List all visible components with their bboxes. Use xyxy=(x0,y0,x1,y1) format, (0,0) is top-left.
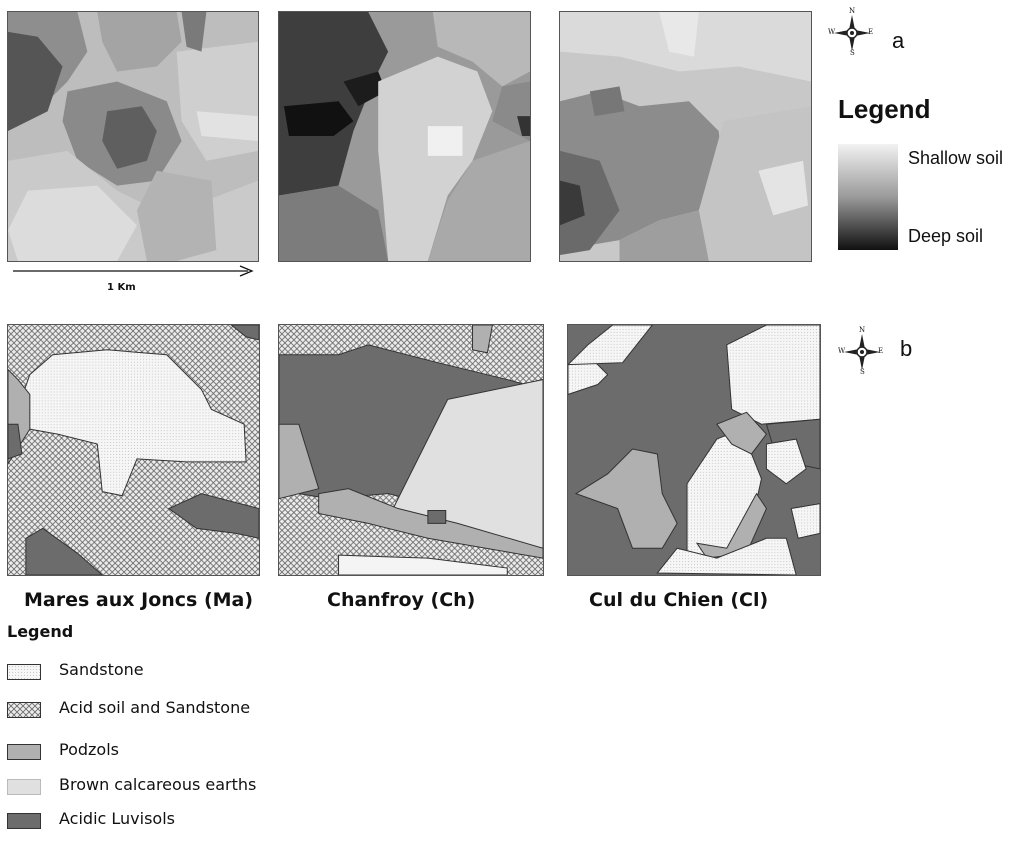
compass-south-label: S xyxy=(850,49,855,57)
compass-east-label: E xyxy=(878,347,884,355)
soil-map-ma xyxy=(7,324,260,576)
depth-legend-deep-label: Deep soil xyxy=(908,226,984,246)
podzols-swatch xyxy=(7,744,41,760)
soil-legend-item-acid-soil-sandstone: Acid soil and Sandstone xyxy=(7,698,427,720)
depth-legend-shallow-label: Shallow soil xyxy=(908,148,1004,168)
brown-calcareous-swatch xyxy=(7,779,41,795)
compass-south-label: S xyxy=(860,368,865,376)
scale-bar-label: 1 Km xyxy=(107,282,136,293)
compass-rose-icon: N S E W xyxy=(838,326,886,376)
compass-north-label: N xyxy=(859,326,866,334)
scale-bar: 1 Km xyxy=(12,264,254,294)
site-name-ma: Mares aux Joncs (Ma) xyxy=(24,589,254,611)
soil-legend-item-brown-calcareous: Brown calcareous earths xyxy=(7,775,427,797)
panel-label-b: b xyxy=(900,336,913,361)
soil-legend-label: Podzols xyxy=(59,740,119,759)
soil-legend-item-podzols: Podzols xyxy=(7,740,427,762)
compass-rose-icon: N S E W xyxy=(828,7,876,57)
panel-label-a: a xyxy=(892,28,905,53)
compass-west-label: W xyxy=(838,347,846,355)
compass-east-label: E xyxy=(868,28,874,36)
depth-map-cl xyxy=(559,11,812,262)
depth-map-ch xyxy=(278,11,531,262)
soil-legend-label: Brown calcareous earths xyxy=(59,775,257,794)
soil-legend-title: Legend xyxy=(7,622,74,641)
soil-map-ch xyxy=(278,324,544,576)
site-name-ch: Chanfroy (Ch) xyxy=(327,589,476,611)
compass-north-label: N xyxy=(849,7,856,15)
soil-legend-label: Acid soil and Sandstone xyxy=(59,698,251,717)
soil-legend-label: Sandstone xyxy=(59,660,144,679)
soil-legend-label: Acidic Luvisols xyxy=(59,809,175,828)
site-name-cl: Cul du Chien (Cl) xyxy=(589,589,769,611)
depth-gradient-bar xyxy=(838,144,898,250)
depth-map-ma xyxy=(7,11,259,262)
sandstone-swatch xyxy=(7,664,41,680)
soil-legend-item-sandstone: Sandstone xyxy=(7,660,427,682)
depth-legend-title: Legend xyxy=(838,94,931,124)
acidic-luvisols-swatch xyxy=(7,813,41,829)
soil-map-cl xyxy=(567,324,821,576)
soil-legend-item-acidic-luvisols: Acidic Luvisols xyxy=(7,809,427,831)
compass-west-label: W xyxy=(828,28,836,36)
acid-soil-sandstone-swatch xyxy=(7,702,41,718)
